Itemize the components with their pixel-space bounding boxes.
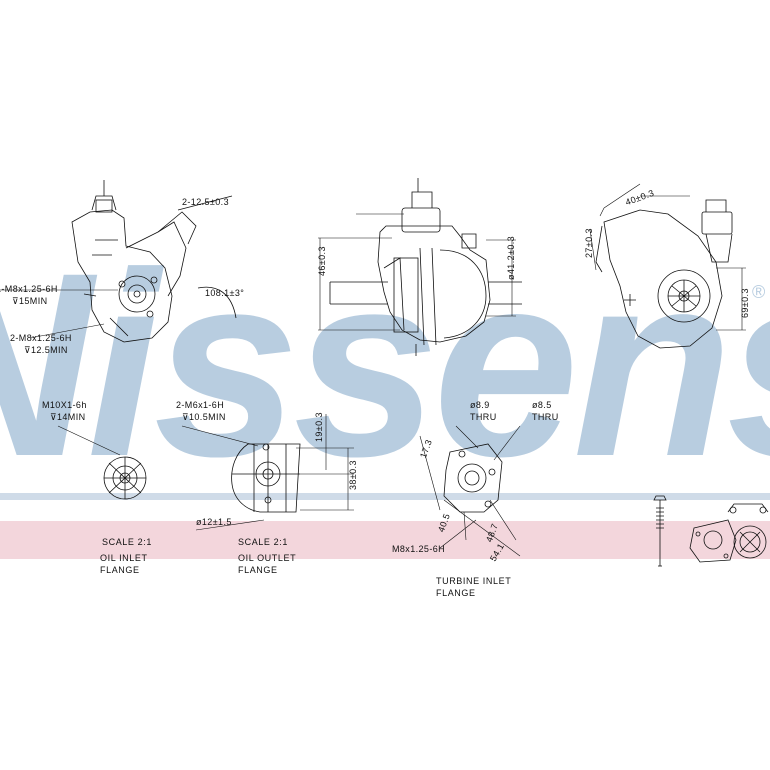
turbine-thread-label: M8x1.25-6H xyxy=(392,544,446,554)
turbine-inlet-title: TURBINE INLET xyxy=(436,576,512,586)
thread2-depth-label: ⊽12.5MIN xyxy=(24,345,68,355)
oil-outlet-subtitle: FLANGE xyxy=(238,565,278,575)
oil-outlet-thread-label: 2-M6x1-6H xyxy=(176,400,225,410)
registered-mark: ® xyxy=(752,282,765,302)
hole2-dia-label: ø8.5 xyxy=(532,400,552,410)
thread1-depth-label: ⊽15MIN xyxy=(12,296,48,306)
hole1-thru-label: THRU xyxy=(470,412,497,422)
hole1-dia-label: ø8.9 xyxy=(470,400,490,410)
thread2-label: 2-M8x1.25-6H xyxy=(10,333,72,343)
oil-inlet-scale: SCALE 2:1 xyxy=(102,537,152,547)
dim-arc-label: 108.1±3° xyxy=(205,288,245,298)
dim-46-label: 46±0.3 xyxy=(317,246,327,276)
oil-inlet-title: OIL INLET xyxy=(100,553,148,563)
dim-412-label: ø41.2±0.3 xyxy=(506,235,516,280)
band-stripe xyxy=(0,493,770,500)
dim-69-label: 69±0.3 xyxy=(740,288,750,318)
oil-outlet-depth-label: ⊽10.5MIN xyxy=(182,412,226,422)
oil-outlet-flange-drawing xyxy=(181,414,354,531)
dim-38-label: 38±0.3 xyxy=(348,460,358,490)
turbine-inlet-flange-drawing xyxy=(419,425,521,557)
middle-turbo-view xyxy=(318,178,522,356)
right-turbo-view xyxy=(589,183,746,349)
dim-dia12-label: ø12±1.5 xyxy=(196,517,232,527)
brand-watermark: Nissens xyxy=(0,218,770,511)
pink-band xyxy=(0,521,770,559)
oil-inlet-subtitle: FLANGE xyxy=(100,565,140,575)
thread1-label: 1-M8x1.25-6H xyxy=(0,284,58,294)
hole2-thru-label: THRU xyxy=(532,412,559,422)
dim-angle-label: 2-12.5±0.3 xyxy=(182,197,229,207)
oil-outlet-title: OIL OUTLET xyxy=(238,553,297,563)
left-turbo-view xyxy=(0,180,237,343)
oil-inlet-flange-drawing xyxy=(57,425,147,500)
turbine-inlet-subtitle: FLANGE xyxy=(436,588,476,598)
dim-27-label: 27±0.3 xyxy=(584,228,594,258)
gasket-and-bolt-parts xyxy=(653,495,769,567)
oil-outlet-scale: SCALE 2:1 xyxy=(238,537,288,547)
oil-inlet-thread-label: M10X1-6h xyxy=(42,400,87,410)
oil-inlet-depth-label: ⊽14MIN xyxy=(50,412,86,422)
dim-19-label: 19±0.3 xyxy=(314,412,324,442)
